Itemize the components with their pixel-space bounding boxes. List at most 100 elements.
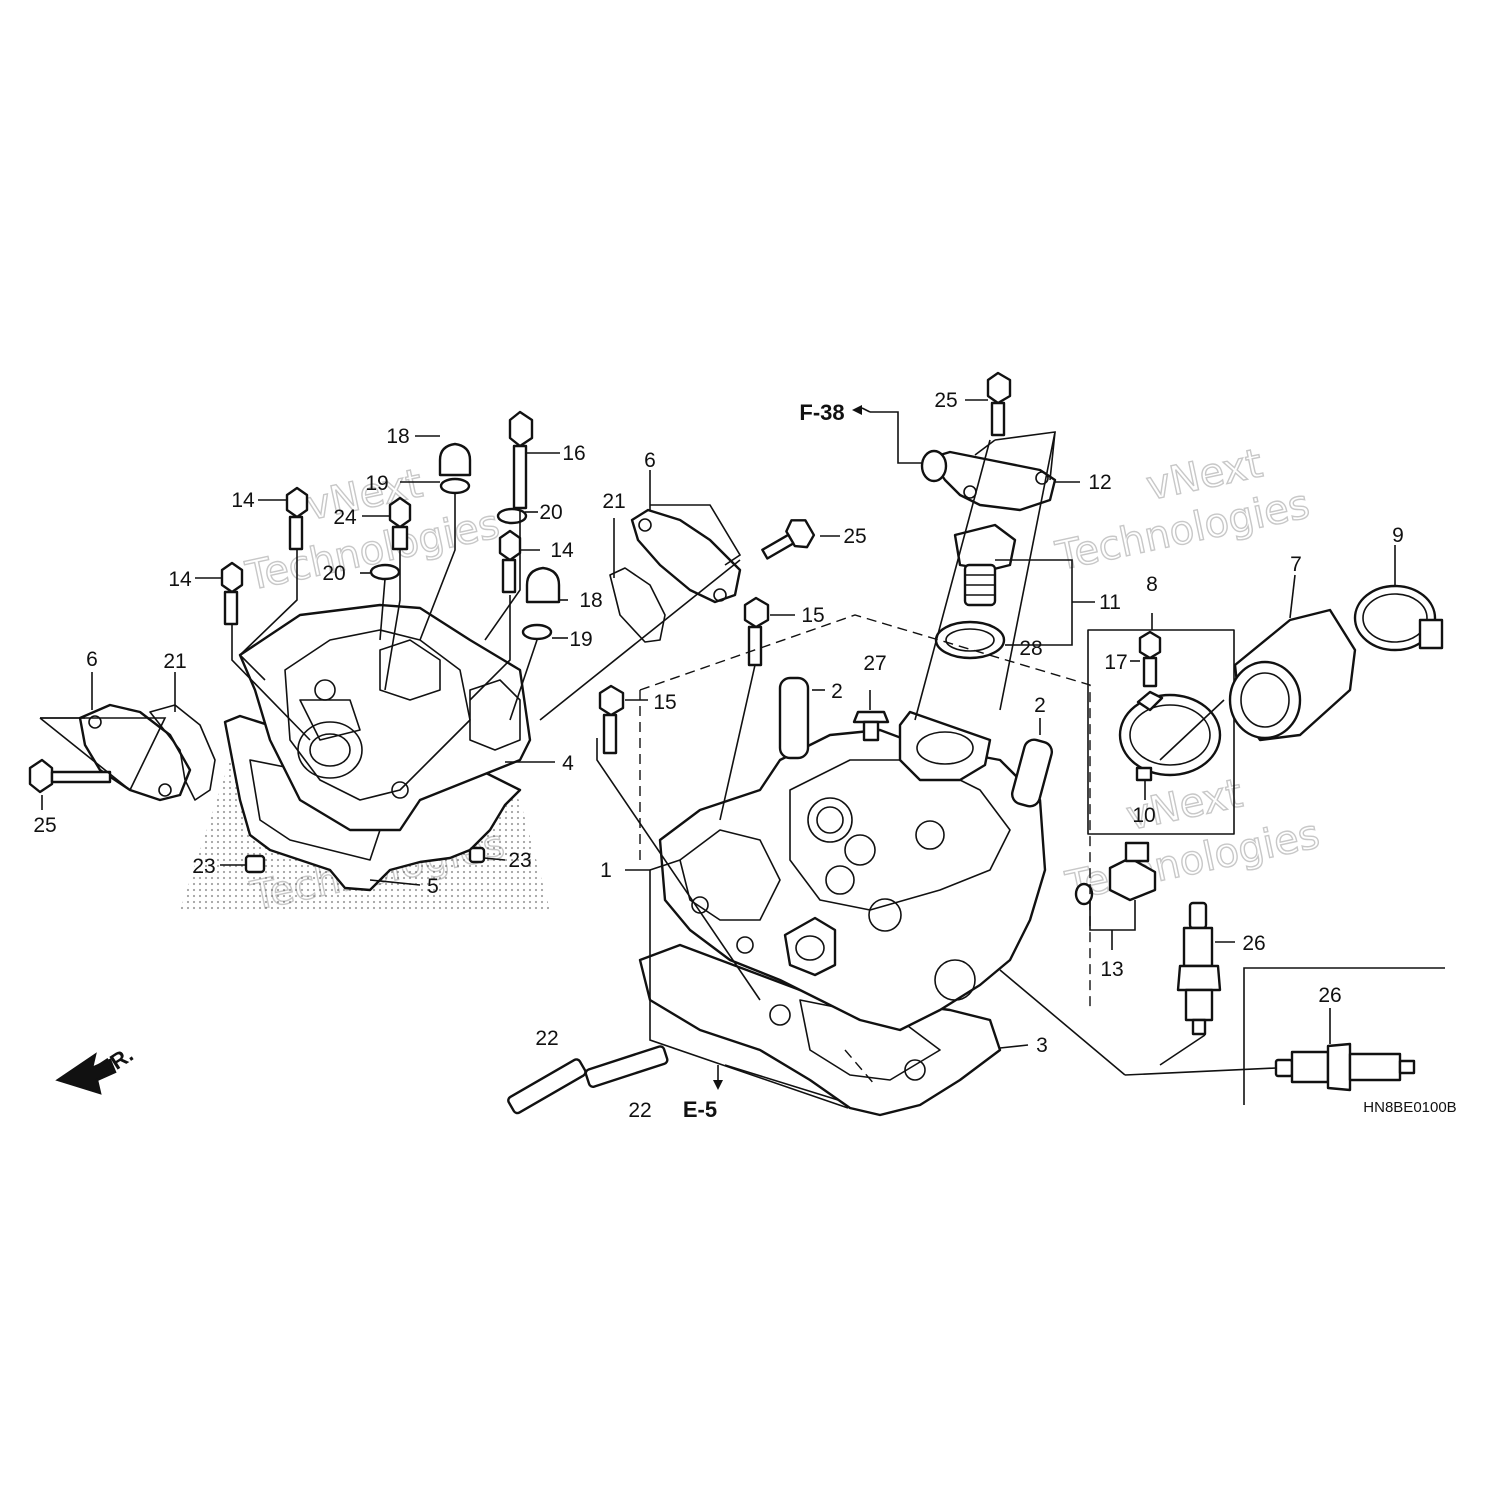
callout-20: 20 <box>322 562 345 585</box>
callout-21: 21 <box>602 490 625 513</box>
spark-plug-26-horizontal <box>1274 1042 1416 1092</box>
bolt-14-b <box>220 561 244 626</box>
callout-labels: 1 2 2 3 4 5 6 6 7 8 9 10 11 12 13 14 14 … <box>33 389 1456 1122</box>
stud-hole <box>391 781 409 799</box>
front-arrow-icon <box>55 1052 117 1095</box>
head-right-boss <box>783 916 837 977</box>
cap-nut-18-a <box>438 442 472 477</box>
callout-19: 19 <box>365 472 388 495</box>
clamp-tab <box>1136 690 1164 712</box>
callout-10: 10 <box>1132 804 1155 827</box>
callout-3: 3 <box>1036 1034 1048 1057</box>
callout-27: 27 <box>863 652 886 675</box>
cover-6-right <box>630 508 742 604</box>
bolt-15-b <box>598 684 625 755</box>
dowel-pin-2-left <box>778 676 810 760</box>
bolt-15-a <box>743 596 770 667</box>
washer-19-a <box>439 477 471 495</box>
washer-20-a <box>496 507 528 525</box>
diagram-code: HN8BE0100B <box>1363 1099 1456 1116</box>
cover-hole <box>158 783 172 797</box>
gasket-21-left <box>149 704 216 801</box>
callout-14: 14 <box>550 539 574 562</box>
callout-7: 7 <box>1290 553 1302 576</box>
port-left-a <box>297 721 363 779</box>
sensor-washer <box>1074 882 1094 906</box>
callout-8: 8 <box>1146 573 1158 596</box>
callout-15: 15 <box>653 691 676 714</box>
washer-19-b <box>521 623 553 641</box>
callout-26: 26 <box>1318 984 1341 1007</box>
callout-14: 14 <box>168 568 192 591</box>
thermostat-housing <box>898 710 992 782</box>
reference-f38: F-38 <box>799 400 844 425</box>
callout-4: 4 <box>562 752 574 775</box>
sensor-connector <box>1124 841 1150 863</box>
callout-22: 22 <box>628 1099 651 1122</box>
callout-25: 25 <box>934 389 957 412</box>
callout-14: 14 <box>231 489 255 512</box>
callout-13: 13 <box>1100 958 1123 981</box>
callout-22: 22 <box>535 1027 558 1050</box>
callout-24: 24 <box>333 506 357 529</box>
callout-19: 19 <box>569 628 592 651</box>
callout-17: 17 <box>1104 651 1127 674</box>
callout-18: 18 <box>579 589 602 612</box>
callout-2: 2 <box>831 680 843 703</box>
water-outlet-12 <box>928 450 1057 512</box>
bolt-24 <box>388 496 412 551</box>
gasket-21-right <box>609 567 666 643</box>
dowel-23 <box>468 846 486 864</box>
callout-28: 28 <box>1019 637 1042 660</box>
callout-20: 20 <box>539 501 562 524</box>
band-screw <box>1418 618 1444 650</box>
callout-12: 12 <box>1088 471 1111 494</box>
thermostat-11 <box>953 523 1017 572</box>
callout-11: 11 <box>1099 591 1121 614</box>
stud-22-right <box>584 1045 669 1088</box>
callout-16: 16 <box>562 442 585 465</box>
spark-plug-26-upright <box>1176 901 1222 1036</box>
callout-23: 23 <box>192 855 215 878</box>
callout-25: 25 <box>843 525 866 548</box>
leader-lines <box>39 399 1396 1109</box>
bolt-14-a <box>285 486 309 551</box>
bolt-shank <box>50 770 112 784</box>
cover-6-left <box>78 703 192 802</box>
dowel-pin-2-right <box>1010 738 1054 808</box>
callout-25: 25 <box>33 814 56 837</box>
clamp-8 <box>1118 693 1222 777</box>
callout-18: 18 <box>386 425 409 448</box>
reference-e5: E-5 <box>683 1097 717 1122</box>
head-left-cam-boss <box>379 639 441 701</box>
reference-f38-arrow-icon <box>852 405 862 415</box>
nut-10 <box>1135 766 1153 782</box>
head-right-combustion-top <box>789 759 1011 911</box>
stud-22-left <box>507 1058 587 1115</box>
washer-20-b <box>369 563 401 581</box>
head-left-inner <box>284 629 471 801</box>
bolt-25-top <box>986 371 1012 437</box>
bolt-25-mid <box>761 519 816 560</box>
callout-23: 23 <box>508 849 531 872</box>
callout-9: 9 <box>1392 524 1404 547</box>
outlet-spigot <box>920 449 948 483</box>
bolt-head <box>28 758 54 794</box>
bolt-25-left <box>28 758 112 794</box>
callout-2: 2 <box>1034 694 1046 717</box>
dowel-23 <box>244 854 266 874</box>
left-head-assembly <box>28 410 816 910</box>
callout-5: 5 <box>427 875 439 898</box>
cover-hole <box>88 715 102 729</box>
right-head-assembly <box>55 371 1445 1117</box>
bolt-14-c <box>498 529 522 594</box>
callout-26: 26 <box>1242 932 1265 955</box>
plug-27 <box>852 710 890 724</box>
group-box-8 <box>1087 629 1235 835</box>
band-9 <box>1353 584 1437 652</box>
callout-6: 6 <box>644 449 656 472</box>
cap-nut-18-b <box>525 566 561 604</box>
callout-6: 6 <box>86 648 98 671</box>
callout-15: 15 <box>801 604 824 627</box>
